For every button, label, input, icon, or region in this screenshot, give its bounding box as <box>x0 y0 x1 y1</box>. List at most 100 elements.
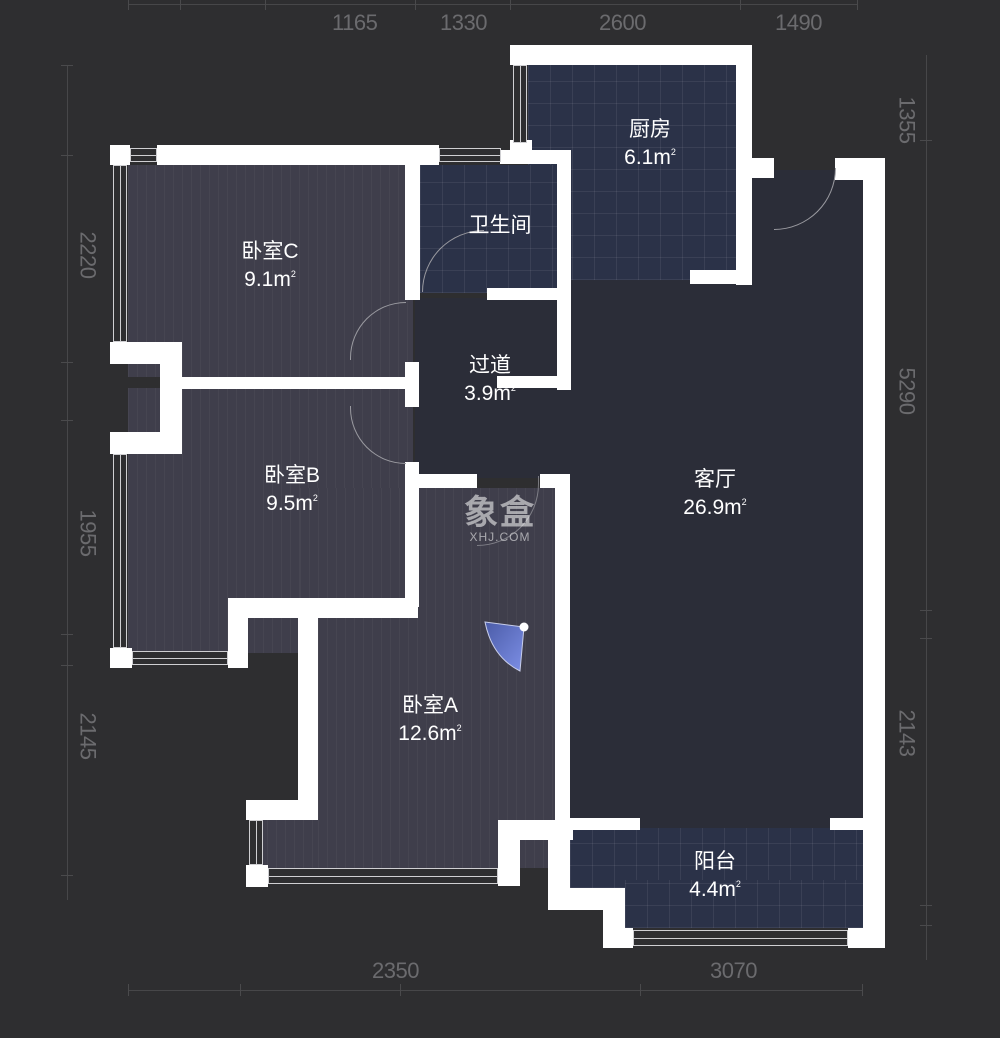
left-dimension-tick <box>61 155 73 156</box>
room-label-bedroom-b: 卧室B 9.5m2 <box>237 462 347 519</box>
wall <box>405 155 420 300</box>
dim-left-3: 2145 <box>75 712 101 760</box>
camera-view-cone-icon[interactable] <box>480 615 530 675</box>
wall <box>110 648 132 668</box>
left-dimension-tick <box>61 362 73 363</box>
room-name: 卧室B <box>263 464 320 487</box>
watermark-logo: 象盒 XHJ.COM <box>458 496 542 544</box>
wall <box>510 45 528 65</box>
room-label-hallway: 过道 3.9m2 <box>440 352 540 409</box>
dim-right-3: 2143 <box>894 709 920 757</box>
dim-right-2: 5290 <box>894 367 920 415</box>
room-area: 26.9m2 <box>683 496 747 520</box>
dim-top-1: 1165 <box>332 10 378 35</box>
window-bedroom-a-west <box>249 820 263 865</box>
window-bedroom-b-west <box>113 454 127 648</box>
left-dimension-tick <box>61 665 73 666</box>
wall <box>690 270 752 284</box>
wall <box>487 288 562 300</box>
wall <box>830 818 865 830</box>
right-dimension-tick <box>920 638 932 639</box>
left-dimension-tick <box>61 875 73 876</box>
wall <box>160 377 415 389</box>
bottom-dimension-tick <box>640 984 641 996</box>
wall <box>863 158 885 948</box>
room-name: 卧室C <box>241 240 299 263</box>
window-bedroom-c-north <box>130 148 157 162</box>
dim-left-2: 1955 <box>75 509 101 557</box>
bedroom-c-floor[interactable] <box>128 165 413 377</box>
wall <box>415 474 477 488</box>
room-name: 客厅 <box>694 468 736 491</box>
wall <box>246 800 318 820</box>
left-dimension-tick <box>61 634 73 635</box>
dim-top-4: 1490 <box>775 10 822 35</box>
wall <box>228 598 248 668</box>
bedroom-a-floor-lower <box>258 818 318 868</box>
dim-bottom-1: 2350 <box>372 958 419 983</box>
room-name: 卫生间 <box>468 214 532 237</box>
balcony-floor[interactable] <box>570 828 865 888</box>
top-dimension-tick <box>740 0 741 10</box>
wall <box>110 432 182 454</box>
top-dimension-tick <box>510 0 511 10</box>
window-balcony-south <box>633 930 848 946</box>
room-name: 阳台 <box>694 850 736 873</box>
window-bedroom-c-west <box>113 165 127 342</box>
right-dimension-tick <box>920 925 932 926</box>
bottom-dimension-line <box>128 990 863 991</box>
wall <box>570 818 640 830</box>
watermark-cn: 象盒 <box>464 494 536 532</box>
top-dimension-line <box>128 4 858 5</box>
bottom-dimension-tick <box>128 984 129 996</box>
hallway-floor[interactable] <box>415 298 565 478</box>
top-dimension-tick <box>415 0 416 10</box>
room-label-balcony: 阳台 4.4m2 <box>665 848 765 905</box>
window-bedroom-a-south <box>268 868 498 884</box>
bottom-dimension-tick <box>862 984 863 996</box>
top-dimension-tick <box>128 0 129 10</box>
window-bedroom-b-south <box>132 651 228 665</box>
wall <box>603 928 633 948</box>
room-name: 过道 <box>469 354 511 377</box>
right-dimension-line <box>926 55 927 960</box>
window-bathroom-north <box>439 148 501 162</box>
top-dimension-tick <box>857 0 858 10</box>
wall <box>848 928 885 948</box>
top-dimension-tick <box>180 0 181 10</box>
wall <box>548 820 570 910</box>
right-dimension-tick <box>920 905 932 906</box>
wall <box>555 474 570 829</box>
top-dimension-tick <box>265 0 266 10</box>
room-label-bedroom-a: 卧室A 12.6m2 <box>375 692 485 749</box>
room-area: 9.1m2 <box>244 268 296 292</box>
dim-left-1: 2220 <box>75 231 101 279</box>
room-label-living-room: 客厅 26.9m2 <box>655 466 775 523</box>
room-area: 9.5m2 <box>266 492 318 516</box>
wall <box>246 865 268 887</box>
dim-bottom-2: 3070 <box>710 958 757 983</box>
left-dimension-tick <box>61 65 73 66</box>
wall <box>160 342 182 454</box>
room-label-bathroom: 卫生间 <box>435 212 565 240</box>
wall <box>298 598 318 820</box>
bottom-dimension-tick <box>240 984 241 996</box>
bottom-dimension-tick <box>400 984 401 996</box>
wall <box>736 158 774 178</box>
watermark-en: XHJ.COM <box>469 530 531 544</box>
room-area: 6.1m2 <box>624 146 676 170</box>
dim-right-1: 1355 <box>894 96 920 144</box>
living-room-floor[interactable] <box>555 180 865 830</box>
bedroom-a-floor[interactable] <box>300 488 558 868</box>
wall <box>510 45 752 65</box>
wall <box>228 598 418 618</box>
room-area: 3.9m2 <box>464 382 516 406</box>
dim-top-2: 1330 <box>440 10 487 35</box>
right-dimension-tick <box>920 140 932 141</box>
room-label-bedroom-c: 卧室C 9.1m2 <box>215 238 325 295</box>
wall <box>557 150 571 390</box>
window-kitchen-west <box>513 65 527 143</box>
right-dimension-tick <box>920 610 932 611</box>
wall <box>157 145 439 165</box>
wall <box>500 150 560 164</box>
